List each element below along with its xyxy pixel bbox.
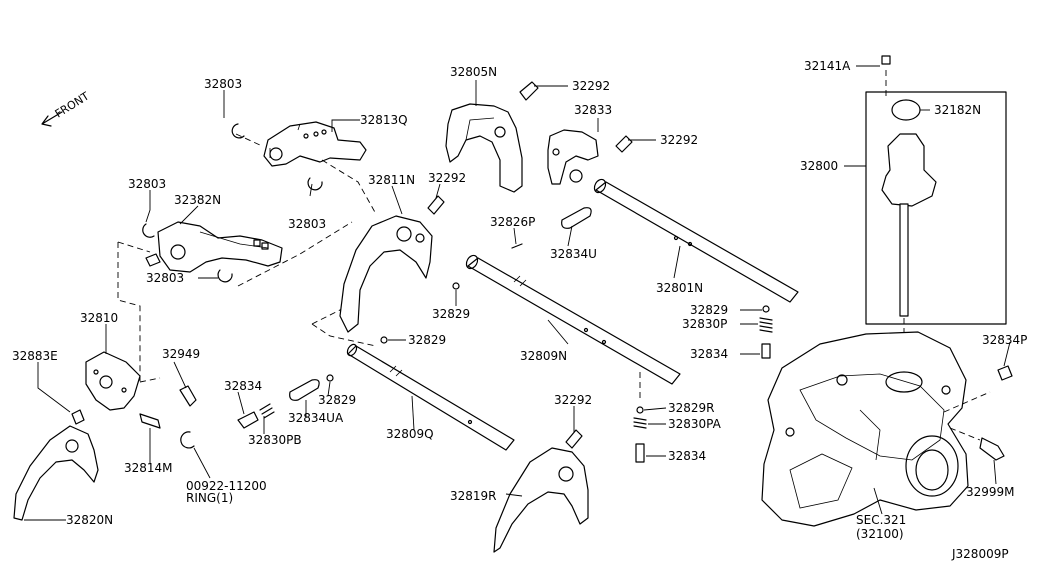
pin-32814m-icon bbox=[139, 413, 161, 429]
bracket-32810 bbox=[85, 351, 141, 411]
label-32830p: 32830P bbox=[682, 317, 727, 331]
plug-32834ua-icon bbox=[289, 379, 320, 401]
label-32833: 32833 bbox=[574, 103, 612, 117]
shift-fork-32820n bbox=[13, 425, 99, 521]
pin-32826p-icon bbox=[511, 243, 523, 249]
retaining-ring-icon bbox=[307, 177, 323, 191]
front-label: FRONT bbox=[53, 89, 92, 120]
label-32292: 32292 bbox=[572, 79, 610, 93]
dash-connector bbox=[943, 391, 991, 413]
retaining-ring-icon bbox=[231, 123, 245, 139]
label-32801n: 32801N bbox=[656, 281, 703, 295]
label-32834u: 32834U bbox=[550, 247, 597, 261]
shift-lever-32382n bbox=[145, 221, 283, 273]
label-32810: 32810 bbox=[80, 311, 118, 325]
pin-32292-icon bbox=[427, 195, 445, 215]
shift-lever-32813q bbox=[263, 121, 367, 167]
label-32830pa: 32830PA bbox=[668, 417, 722, 431]
label-32813q: 32813Q bbox=[360, 113, 408, 127]
shift-rod-32801n bbox=[593, 178, 799, 303]
dash-connector bbox=[949, 427, 981, 441]
label-32814m: 32814M bbox=[124, 461, 173, 475]
transmission-case-sec321 bbox=[761, 331, 969, 527]
label-32382n: 32382N bbox=[174, 193, 221, 207]
ball-32829-icon bbox=[452, 282, 460, 290]
label-32834: 32834 bbox=[668, 449, 706, 463]
diagram-id: J328009P bbox=[951, 547, 1009, 561]
label-32949: 32949 bbox=[162, 347, 200, 361]
label-32292: 32292 bbox=[660, 133, 698, 147]
label-32999m: 32999M bbox=[966, 485, 1015, 499]
label-32292: 32292 bbox=[554, 393, 592, 407]
label-32829: 32829 bbox=[432, 307, 470, 321]
snap-ring-icon bbox=[180, 431, 195, 449]
label-sec-321-sub: (32100) bbox=[856, 527, 904, 541]
bolt-32834p-icon bbox=[997, 365, 1013, 381]
label-32834: 32834 bbox=[224, 379, 262, 393]
retaining-ring-icon bbox=[142, 223, 155, 238]
label-32819r: 32819R bbox=[450, 489, 497, 503]
bolt-32999m-icon bbox=[979, 437, 1005, 461]
label-32811n: 32811N bbox=[368, 173, 415, 187]
spring-32830p-icon bbox=[759, 317, 773, 333]
shift-rod-32809q bbox=[346, 343, 515, 451]
bolt-32949-icon bbox=[179, 385, 197, 407]
pin-32292-icon bbox=[615, 135, 633, 153]
plug-32834u-icon bbox=[561, 207, 592, 229]
label-32803: 32803 bbox=[288, 217, 326, 231]
label-32829: 32829 bbox=[690, 303, 728, 317]
label-ring: RING(1) bbox=[186, 491, 233, 505]
label-32834ua: 32834UA bbox=[288, 411, 344, 425]
leader-lines bbox=[24, 65, 1011, 521]
label-32820n: 32820N bbox=[66, 513, 113, 527]
label-32829: 32829 bbox=[408, 333, 446, 347]
spring-32830pa-icon bbox=[633, 417, 647, 429]
bolt-32834-icon bbox=[635, 443, 645, 463]
shift-rod-32809n bbox=[465, 254, 681, 385]
pin-32292-icon bbox=[565, 429, 583, 449]
label-32805n: 32805N bbox=[450, 65, 497, 79]
ball-32829r-icon bbox=[636, 406, 644, 414]
label-32800: 32800 bbox=[800, 159, 838, 173]
label-32803: 32803 bbox=[204, 77, 242, 91]
label-32809q: 32809Q bbox=[386, 427, 434, 441]
label-00922-11200: 00922-11200 bbox=[186, 479, 267, 493]
label-32809n: 32809N bbox=[520, 349, 567, 363]
label-32826p: 32826P bbox=[490, 215, 535, 229]
label-32834p: 32834P bbox=[982, 333, 1027, 347]
ball-32829-icon bbox=[762, 305, 770, 313]
label-32883e: 32883E bbox=[12, 349, 58, 363]
shift-control-32800 bbox=[865, 55, 1007, 368]
retaining-ring-icon bbox=[217, 269, 233, 283]
label-32292: 32292 bbox=[428, 171, 466, 185]
label-32829: 32829 bbox=[318, 393, 356, 407]
label-32182n: 32182N bbox=[934, 103, 981, 117]
bolt-32834-icon bbox=[761, 343, 771, 359]
label-32803: 32803 bbox=[128, 177, 166, 191]
bracket-32833 bbox=[547, 129, 599, 185]
label-sec-321: SEC.321 bbox=[856, 513, 906, 527]
label-32141a: 32141A bbox=[804, 59, 851, 73]
bolt-32834-icon bbox=[237, 411, 259, 429]
ball-32829-icon bbox=[380, 336, 388, 344]
pin-32292-icon bbox=[519, 81, 539, 101]
label-32834: 32834 bbox=[690, 347, 728, 361]
label-32829r: 32829R bbox=[668, 401, 715, 415]
front-direction-arrow: FRONT bbox=[41, 89, 92, 127]
ball-32829-icon bbox=[326, 374, 334, 382]
label-32803: 32803 bbox=[146, 271, 184, 285]
shift-fork-32805n bbox=[445, 103, 523, 193]
bushing-32883e-icon bbox=[71, 409, 85, 425]
part-labels: 32803 32813Q 32803 32803 32382N 32803 32… bbox=[12, 59, 1027, 561]
label-32830pb: 32830PB bbox=[248, 433, 302, 447]
spring-32830pb-icon bbox=[259, 403, 275, 419]
shift-fork-32819r bbox=[493, 447, 589, 553]
shift-fork-32811n bbox=[339, 215, 433, 333]
